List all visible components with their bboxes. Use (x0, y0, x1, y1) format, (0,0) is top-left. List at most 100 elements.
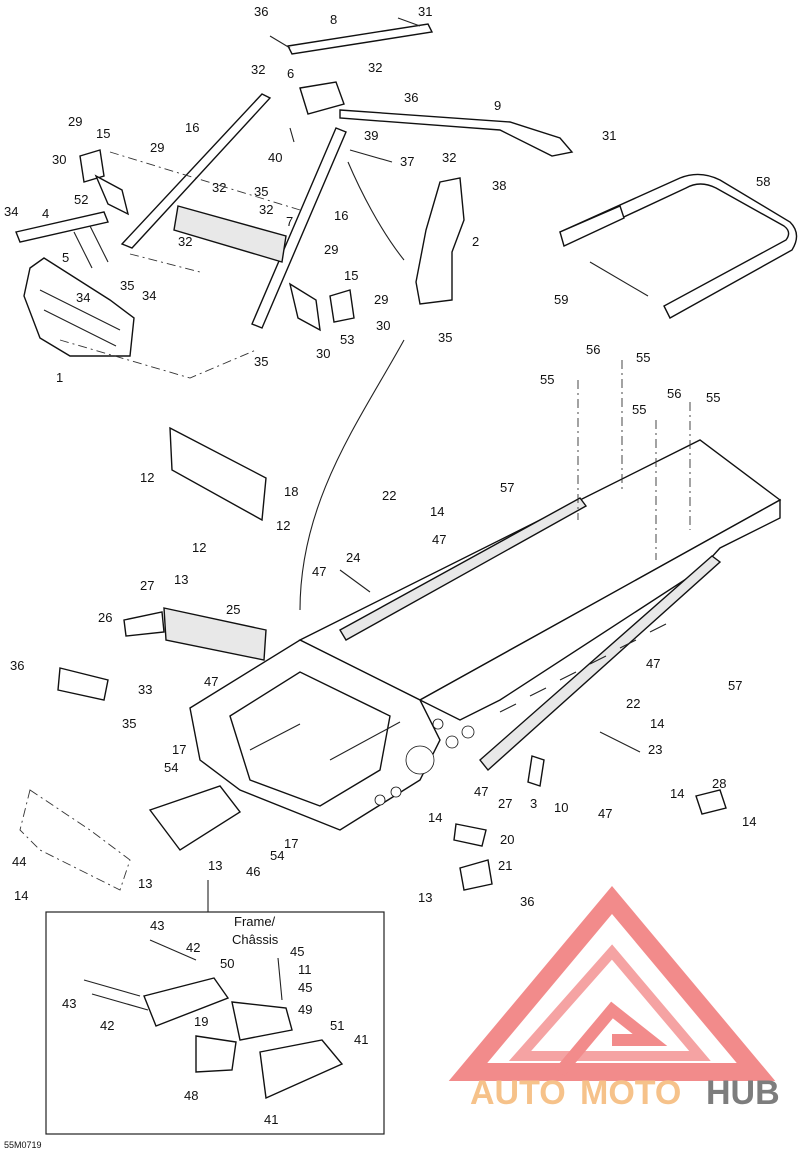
callout-57: 57 (728, 678, 742, 693)
callout-31: 31 (418, 4, 432, 19)
frame-inset (45, 880, 385, 1135)
callout-10: 10 (554, 800, 568, 815)
callout-37: 37 (400, 154, 414, 169)
callout-24: 24 (346, 550, 360, 565)
callout-14: 14 (428, 810, 442, 825)
callout-13: 13 (174, 572, 188, 587)
callout-54: 54 (270, 848, 284, 863)
callout-35: 35 (438, 330, 452, 345)
callout-55: 55 (636, 350, 650, 365)
callout-30: 30 (52, 152, 66, 167)
main-chassis (19, 339, 782, 891)
callout-32: 32 (368, 60, 382, 75)
callout-50: 50 (220, 956, 234, 971)
callout-5: 5 (62, 250, 69, 265)
callout-49: 49 (298, 1002, 312, 1017)
callout-11: 11 (298, 962, 312, 977)
callout-29: 29 (150, 140, 164, 155)
callout-15: 15 (96, 126, 110, 141)
callout-56: 56 (667, 386, 681, 401)
watermark-hub: HUB (706, 1074, 780, 1112)
inset-label-line2: Châssis (232, 932, 279, 947)
callout-17: 17 (284, 836, 298, 851)
callout-27: 27 (140, 578, 154, 593)
callout-47: 47 (432, 532, 446, 547)
callout-34: 34 (76, 290, 90, 305)
callout-47: 47 (646, 656, 660, 671)
callout-59: 59 (554, 292, 568, 307)
callout-55: 55 (706, 390, 720, 405)
callout-6: 6 (287, 66, 294, 81)
callout-53: 53 (340, 332, 354, 347)
callout-14: 14 (670, 786, 684, 801)
inset-label-line1: Frame/ (234, 914, 276, 929)
callout-29: 29 (374, 292, 388, 307)
callout-35: 35 (254, 354, 268, 369)
callout-36: 36 (404, 90, 418, 105)
callout-3: 3 (530, 796, 537, 811)
callout-14: 14 (650, 716, 664, 731)
callout-38: 38 (492, 178, 506, 193)
callout-25: 25 (226, 602, 240, 617)
callout-14: 14 (742, 814, 756, 829)
callout-12: 12 (276, 518, 290, 533)
callout-7: 7 (286, 214, 293, 229)
callout-28: 28 (712, 776, 726, 791)
upper-frame-assembly (15, 17, 574, 379)
callout-39: 39 (364, 128, 378, 143)
callout-12: 12 (140, 470, 154, 485)
callout-33: 33 (138, 682, 152, 697)
callout-45: 45 (290, 944, 304, 959)
callout-13: 13 (418, 890, 432, 905)
callout-4: 4 (42, 206, 49, 221)
watermark-moto: MOTO (580, 1074, 681, 1112)
callout-35: 35 (254, 184, 268, 199)
callout-42: 42 (100, 1018, 114, 1033)
watermark-logo (448, 885, 776, 1081)
callout-55: 55 (632, 402, 646, 417)
callout-16: 16 (334, 208, 348, 223)
callout-40: 40 (268, 150, 282, 165)
callout-15: 15 (344, 268, 358, 283)
callout-43: 43 (150, 918, 164, 933)
callout-32: 32 (212, 180, 226, 195)
callout-47: 47 (598, 806, 612, 821)
callout-20: 20 (500, 832, 514, 847)
callout-16: 16 (185, 120, 199, 135)
callout-47: 47 (204, 674, 218, 689)
callout-56: 56 (586, 342, 600, 357)
callout-31: 31 (602, 128, 616, 143)
callout-22: 22 (382, 488, 396, 503)
callout-29: 29 (68, 114, 82, 129)
callout-12: 12 (192, 540, 206, 555)
callout-30: 30 (316, 346, 330, 361)
callout-1: 1 (56, 370, 63, 385)
callout-47: 47 (474, 784, 488, 799)
callout-52: 52 (74, 192, 88, 207)
callout-13: 13 (138, 876, 152, 891)
callout-22: 22 (626, 696, 640, 711)
callout-13: 13 (208, 858, 222, 873)
callout-41: 41 (354, 1032, 368, 1047)
callout-34: 34 (4, 204, 18, 219)
callout-36: 36 (520, 894, 534, 909)
callout-48: 48 (184, 1088, 198, 1103)
callout-42: 42 (186, 940, 200, 955)
callout-54: 54 (164, 760, 178, 775)
callout-46: 46 (246, 864, 260, 879)
callout-36: 36 (10, 658, 24, 673)
callout-57: 57 (500, 480, 514, 495)
callout-14: 14 (430, 504, 444, 519)
callout-47: 47 (312, 564, 326, 579)
callout-19: 19 (194, 1014, 208, 1029)
callout-21: 21 (498, 858, 512, 873)
callout-14: 14 (14, 888, 28, 903)
callout-27: 27 (498, 796, 512, 811)
callout-32: 32 (251, 62, 265, 77)
callout-35: 35 (122, 716, 136, 731)
callout-36: 36 (254, 4, 268, 19)
callout-58: 58 (756, 174, 770, 189)
callout-23: 23 (648, 742, 662, 757)
